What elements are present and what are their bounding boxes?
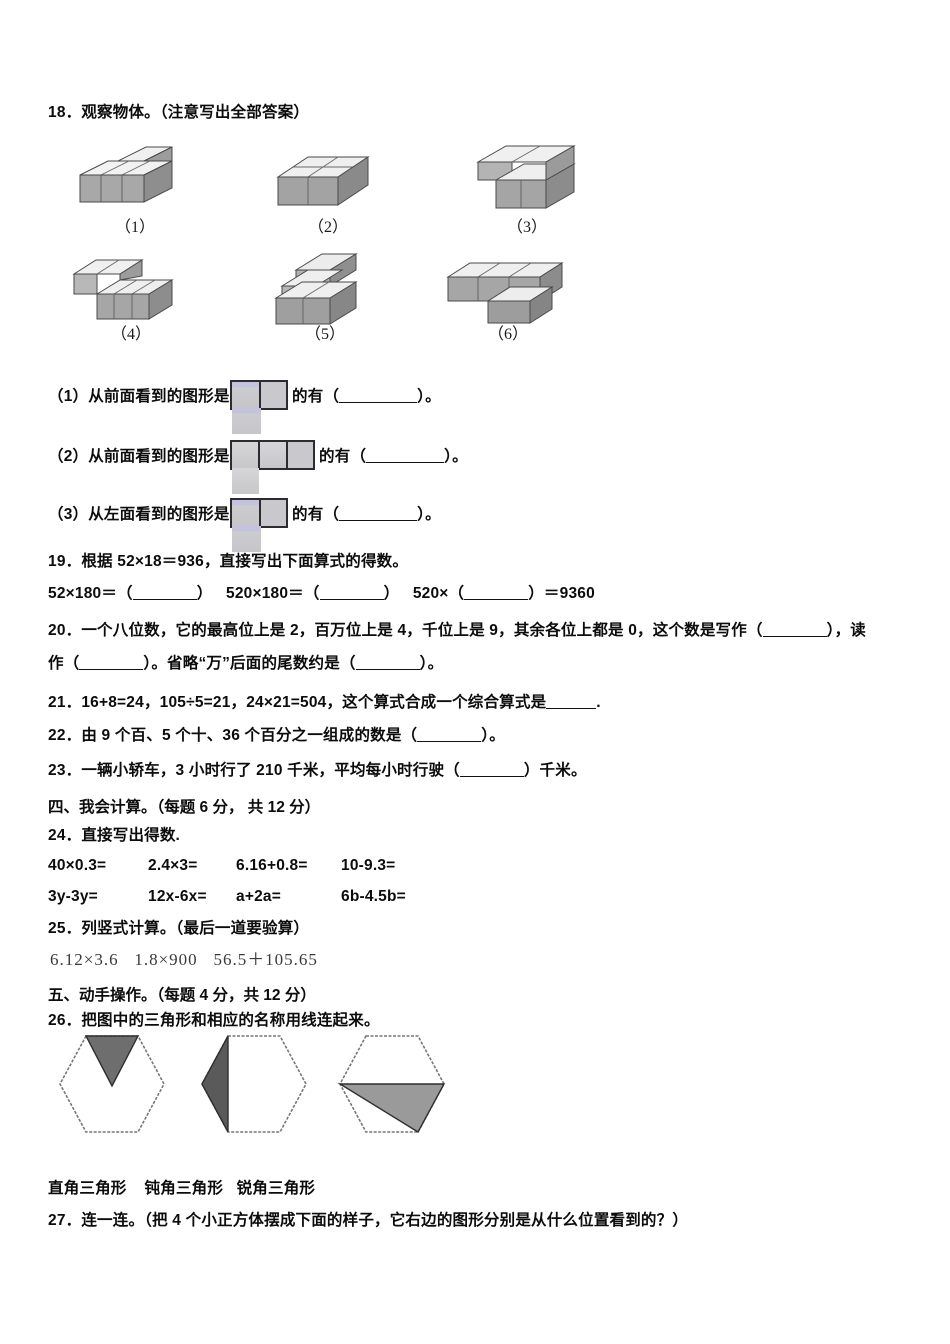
block-figure-5-label: （5） [304, 326, 345, 343]
answer-blank[interactable] [459, 776, 524, 777]
view-cell [231, 500, 261, 526]
hexagon-figure-1 [52, 1030, 172, 1143]
view-shape-two-cell-tinted [229, 380, 288, 434]
view-cell [231, 408, 261, 434]
q19-expr-2-b: ） [383, 585, 400, 602]
triangle-label-obtuse: 钝角三角形 [144, 1180, 224, 1197]
q18-sub1-suffix-b: ）。 [417, 388, 441, 405]
question-24-row-2: 3y-3y= 12x-6x= a+2a= 6b-4.5b= [48, 886, 431, 908]
block-figure-3 [466, 140, 588, 223]
q24-expr: 6b-4.5b= [341, 888, 406, 905]
view-shape-two-cell-tinted [229, 498, 288, 552]
view-shape-three-cell [229, 440, 315, 494]
q22-text-a: 22．由 9 个百、5 个十、36 个百分之一组成的数是（ [48, 727, 418, 744]
q20-line2-a: 作（ [48, 655, 80, 672]
q20-line1-b: ），读 [826, 622, 867, 639]
question-25-expressions: 6.12×3.6 1.8×900 56.5＋105.65 [50, 945, 318, 970]
q21-text-b: . [596, 694, 601, 711]
q19-expr-1-b: ） [196, 585, 213, 602]
q18-sub2-prefix: （2）从前面看到的图形是 [48, 448, 230, 465]
question-18-sub-2: （2）从前面看到的图形是 的有（ ）。 [48, 440, 468, 494]
view-cell [231, 382, 261, 408]
q18-sub1-prefix: （1）从前面看到的图形是 [48, 388, 230, 405]
q25-expr: 1.8×900 [134, 950, 198, 969]
block-figure-1-label: （1） [114, 219, 155, 236]
answer-blank[interactable] [762, 636, 827, 637]
q19-expr-3-b: ）＝9360 [528, 585, 595, 602]
q18-sub3-suffix-a: 的有（ [292, 506, 340, 523]
q22-text-b: ）。 [481, 727, 505, 744]
answer-blank[interactable] [366, 462, 445, 463]
triangle-name-labels: 直角三角形 钝角三角形 锐角三角形 [48, 1178, 315, 1200]
answer-blank[interactable] [339, 402, 418, 403]
q24-expr: 12x-6x= [148, 888, 207, 905]
view-cell [231, 442, 260, 468]
question-20-line-1: 20．一个八位数，它的最高位上是 2，百万位上是 4，千位上是 9，其余各位上都… [48, 620, 866, 642]
block-figure-1 [72, 143, 198, 222]
triangle-label-right: 直角三角形 [48, 1180, 127, 1197]
q18-sub2-suffix-b: ）。 [444, 448, 468, 465]
answer-blank[interactable] [132, 599, 197, 600]
q24-expr: 40×0.3= [48, 857, 107, 874]
q18-sub1-suffix-a: 的有（ [292, 388, 340, 405]
question-20-line-2: 作（ ）。省略“万”后面的尾数约是（ ）。 [48, 653, 443, 675]
question-24-heading: 24．直接写出得数. [48, 827, 181, 844]
question-18-heading: 18．观察物体。（注意写出全部答案） [48, 104, 310, 121]
block-figure-2 [268, 143, 388, 222]
answer-blank[interactable] [339, 520, 418, 521]
question-21: 21．16+8=24，105÷5=21，24×21=504，这个算式合成一个综合… [48, 692, 601, 714]
question-19-heading: 19．根据 52×18＝936，直接写出下面算式的得数。 [48, 553, 409, 570]
question-18-sub-3: （3）从左面看到的图形是 的有（ ）。 [48, 498, 441, 552]
answer-blank[interactable] [546, 708, 597, 709]
question-26-heading: 26．把图中的三角形和相应的名称用线连起来。 [48, 1012, 380, 1029]
q18-sub3-suffix-b: ）。 [417, 506, 441, 523]
q18-sub3-prefix: （3）从左面看到的图形是 [48, 506, 230, 523]
answer-blank[interactable] [319, 599, 384, 600]
question-22: 22．由 9 个百、5 个十、36 个百分之一组成的数是（ ）。 [48, 725, 505, 747]
q19-expr-2-a: 520×180＝（ [226, 585, 320, 602]
question-23: 23．一辆小轿车，3 小时行了 210 千米，平均每小时行驶（ ）千米。 [48, 760, 587, 782]
q25-expr: 56.5＋105.65 [213, 950, 318, 969]
block-figure-4 [68, 250, 194, 331]
block-figure-4-label: （4） [110, 326, 151, 343]
section-four-heading: 四、我会计算。（每题 6 分， 共 12 分） [48, 799, 321, 816]
block-figure-5 [266, 248, 384, 335]
question-18-sub-1: （1）从前面看到的图形是 的有（ ）。 [48, 380, 441, 434]
answer-blank[interactable] [417, 741, 482, 742]
q23-text-b: ）千米。 [523, 762, 587, 779]
q24-expr: 3y-3y= [48, 888, 98, 905]
view-cell [231, 526, 261, 552]
answer-blank[interactable] [355, 669, 420, 670]
q19-expr-1-a: 52×180＝（ [48, 585, 133, 602]
q21-text-a: 21．16+8=24，105÷5=21，24×21=504，这个算式合成一个综合… [48, 694, 547, 711]
q24-expr: 2.4×3= [148, 857, 198, 874]
q20-line2-b: ）。省略“万”后面的尾数约是（ [143, 655, 356, 672]
block-figure-2-label: （2） [307, 219, 348, 236]
answer-blank[interactable] [464, 599, 529, 600]
q24-expr: 10-9.3= [341, 857, 396, 874]
view-cell [259, 442, 288, 468]
q25-expr: 6.12×3.6 [50, 950, 119, 969]
q19-expr-3-a: 520×（ [412, 585, 465, 602]
question-25-heading: 25．列竖式计算。（最后一道要验算） [48, 920, 310, 937]
q20-line1-a: 20．一个八位数，它的最高位上是 2，百万位上是 4，千位上是 9，其余各位上都… [48, 622, 763, 639]
section-five-heading: 五、动手操作。（每题 4 分，共 12 分） [48, 987, 316, 1004]
block-figure-6 [440, 253, 576, 334]
q20-line2-c: ）。 [419, 655, 444, 672]
q24-expr: a+2a= [236, 888, 281, 905]
q24-expr: 6.16+0.8= [236, 857, 308, 874]
question-27: 27．连一连。（把 4 个小正方体摆成下面的样子，它右边的图形分别是从什么位置看… [48, 1212, 689, 1229]
answer-blank[interactable] [79, 669, 144, 670]
hexagon-figure-3 [328, 1030, 454, 1143]
block-figure-6-label: （6） [487, 326, 528, 343]
view-cell [231, 468, 259, 494]
triangle-label-acute: 锐角三角形 [236, 1180, 316, 1197]
q23-text-a: 23．一辆小轿车，3 小时行了 210 千米，平均每小时行驶（ [48, 762, 460, 779]
block-figure-3-label: （3） [506, 219, 547, 236]
question-19-expressions: 52×180＝（ ） 520×180＝（ ） 520×（ ）＝9360 [48, 583, 595, 605]
question-24-row-1: 40×0.3= 2.4×3= 6.16+0.8= 10-9.3= [48, 855, 431, 877]
hexagon-figure-2 [192, 1030, 314, 1143]
q18-sub2-suffix-a: 的有（ [319, 448, 367, 465]
